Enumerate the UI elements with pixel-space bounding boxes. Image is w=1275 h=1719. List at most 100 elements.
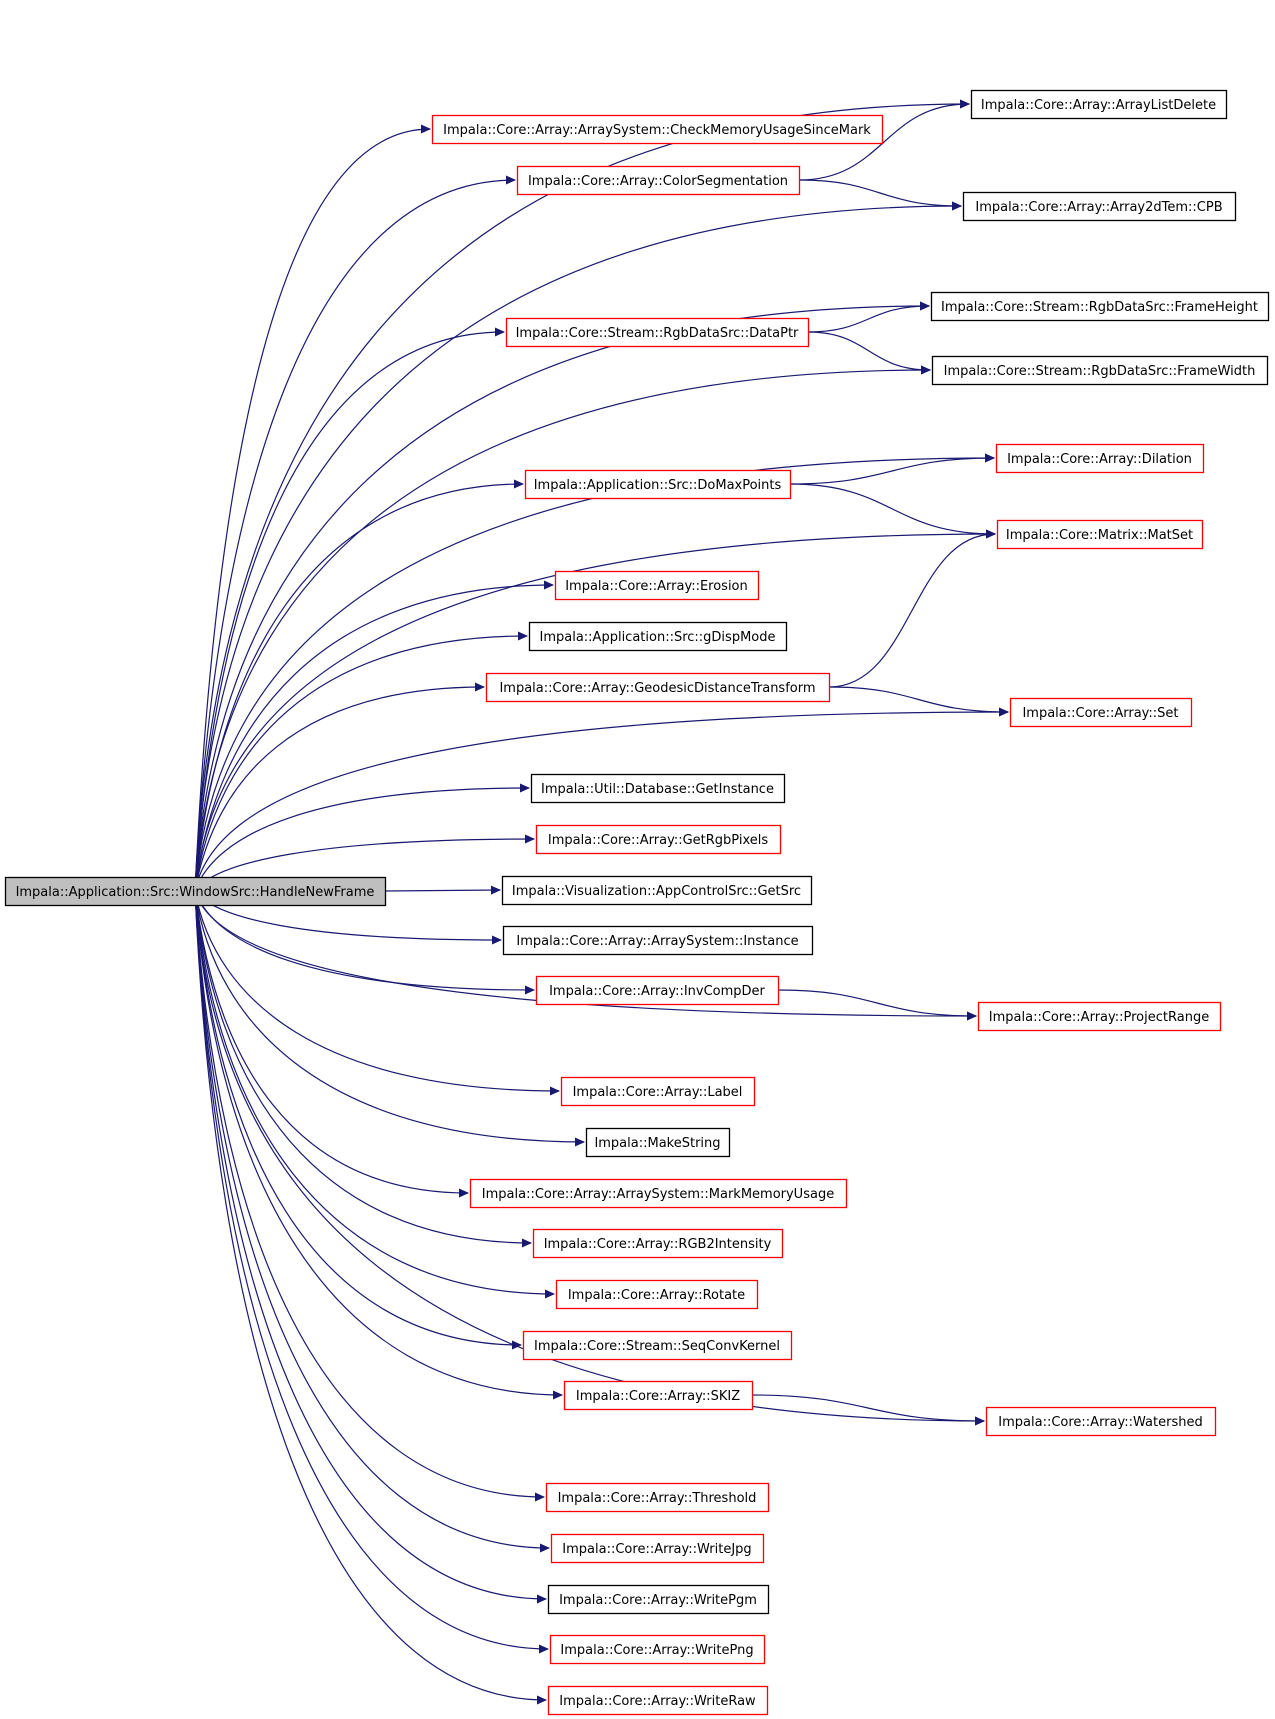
node-label: Impala::Core::Array::ArraySystem::Instan… xyxy=(516,934,798,949)
edge-root-to-threshold xyxy=(194,890,545,1502)
node-root[interactable]: Impala::Application::Src::WindowSrc::Han… xyxy=(4,876,387,907)
node-rgb2intensity[interactable]: Impala::Core::Array::RGB2Intensity xyxy=(532,1228,784,1259)
node-skiz[interactable]: Impala::Core::Array::SKIZ xyxy=(563,1380,754,1411)
edge-geodesic-to-matset xyxy=(828,529,996,688)
node-checkmem[interactable]: Impala::Core::Array::ArraySystem::CheckM… xyxy=(431,114,884,145)
node-label: Impala::Core::Array::Watershed xyxy=(998,1415,1202,1430)
node-box xyxy=(4,876,387,907)
node-box xyxy=(1009,697,1193,728)
node-arraylistdelete[interactable]: Impala::Core::Array::ArrayListDelete xyxy=(970,89,1228,120)
node-label: Impala::Core::Array::ArraySystem::MarkMe… xyxy=(482,1187,834,1202)
node-box xyxy=(560,1076,756,1107)
edge-dataptr-to-framewidth xyxy=(807,331,931,375)
node-matset[interactable]: Impala::Core::Matrix::MatSet xyxy=(996,519,1204,550)
node-box xyxy=(485,672,831,703)
edge-root-to-rgb2intensity xyxy=(194,890,532,1248)
node-colorseg[interactable]: Impala::Core::Array::ColorSegmentation xyxy=(516,165,801,196)
node-label: Impala::Core::Array::ArrayListDelete xyxy=(981,98,1216,113)
edge-root-to-geodesic xyxy=(194,682,485,892)
node-rotate[interactable]: Impala::Core::Array::Rotate xyxy=(555,1279,759,1310)
node-box xyxy=(535,975,780,1006)
node-label: Impala::Core::Array::WriteRaw xyxy=(559,1694,756,1709)
node-makestring[interactable]: Impala::MakeString xyxy=(585,1127,731,1158)
node-geodesic[interactable]: Impala::Core::Array::GeodesicDistanceTra… xyxy=(485,672,831,703)
node-box xyxy=(522,1330,793,1361)
node-label: Impala::Core::Array::GeodesicDistanceTra… xyxy=(499,681,815,696)
node-label: Impala::Core::Array::Threshold xyxy=(558,1491,757,1506)
node-label: Impala::Core::Stream::RgbDataSrc::DataPt… xyxy=(516,326,799,341)
node-getsrc[interactable]: Impala::Visualization::AppControlSrc::Ge… xyxy=(501,875,813,906)
node-box xyxy=(530,773,786,804)
node-domaxpoints[interactable]: Impala::Application::Src::DoMaxPoints xyxy=(524,469,792,500)
node-box xyxy=(996,519,1204,550)
node-box xyxy=(532,1228,784,1259)
node-label: Impala::Core::Array::Rotate xyxy=(568,1288,745,1303)
node-erosion[interactable]: Impala::Core::Array::Erosion xyxy=(554,570,760,601)
node-box xyxy=(931,355,1269,386)
node-seqconv[interactable]: Impala::Core::Stream::SeqConvKernel xyxy=(522,1330,793,1361)
node-label: Impala::Core::Array::WriteJpg xyxy=(562,1542,751,1557)
node-box xyxy=(554,570,760,601)
node-set[interactable]: Impala::Core::Array::Set xyxy=(1009,697,1193,728)
edges-layer xyxy=(194,99,1009,1705)
node-label: Impala::Core::Array::Set xyxy=(1022,706,1178,721)
edge-root-to-checkmem xyxy=(194,124,431,892)
node-box xyxy=(505,317,810,348)
node-box xyxy=(550,1533,765,1564)
edge-colorseg-to-arraylistdelete xyxy=(798,99,970,181)
node-box xyxy=(962,191,1237,222)
node-threshold[interactable]: Impala::Core::Array::Threshold xyxy=(545,1482,770,1513)
node-projectrange[interactable]: Impala::Core::Array::ProjectRange xyxy=(977,1001,1222,1032)
edge-root-to-getinstance xyxy=(194,783,530,892)
edge-root-to-markmem xyxy=(194,890,469,1198)
node-markmem[interactable]: Impala::Core::Array::ArraySystem::MarkMe… xyxy=(469,1178,848,1209)
node-label: Impala::Core::Array::InvCompDer xyxy=(549,984,765,999)
node-box xyxy=(977,1001,1222,1032)
edge-root-to-set xyxy=(194,707,1009,892)
node-getrgbpixels[interactable]: Impala::Core::Array::GetRgbPixels xyxy=(535,824,782,855)
node-box xyxy=(930,291,1270,322)
node-frameheight[interactable]: Impala::Core::Stream::RgbDataSrc::FrameH… xyxy=(930,291,1270,322)
node-invcompder[interactable]: Impala::Core::Array::InvCompDer xyxy=(535,975,780,1006)
node-box xyxy=(516,165,801,196)
node-box xyxy=(524,469,792,500)
node-label: Impala::Core::Array::RGB2Intensity xyxy=(544,1237,772,1252)
node-box xyxy=(547,1685,769,1716)
node-box xyxy=(501,875,813,906)
node-box xyxy=(502,925,814,956)
node-watershed[interactable]: Impala::Core::Array::Watershed xyxy=(985,1406,1217,1437)
node-writeraw[interactable]: Impala::Core::Array::WriteRaw xyxy=(547,1685,769,1716)
node-label: Impala::Core::Array::SKIZ xyxy=(576,1389,740,1404)
edge-root-to-matset xyxy=(194,529,996,892)
node-box xyxy=(535,824,782,855)
node-getinstance[interactable]: Impala::Util::Database::GetInstance xyxy=(530,773,786,804)
node-instance[interactable]: Impala::Core::Array::ArraySystem::Instan… xyxy=(502,925,814,956)
edge-colorseg-to-cpb xyxy=(798,179,962,211)
node-box xyxy=(970,89,1228,120)
node-writejpg[interactable]: Impala::Core::Array::WriteJpg xyxy=(550,1533,765,1564)
node-dataptr[interactable]: Impala::Core::Stream::RgbDataSrc::DataPt… xyxy=(505,317,810,348)
node-cpb[interactable]: Impala::Core::Array::Array2dTem::CPB xyxy=(962,191,1237,222)
node-framewidth[interactable]: Impala::Core::Stream::RgbDataSrc::FrameW… xyxy=(931,355,1269,386)
node-writepgm[interactable]: Impala::Core::Array::WritePgm xyxy=(547,1584,770,1615)
node-label: Impala::Core::Array::ArraySystem::CheckM… xyxy=(443,123,871,138)
edge-geodesic-to-set xyxy=(828,686,1009,717)
edge-root-to-rotate xyxy=(194,890,555,1299)
edge-invcompder-to-projectrange xyxy=(777,989,977,1021)
node-label[interactable]: Impala::Core::Array::Label xyxy=(560,1076,756,1107)
node-writepng[interactable]: Impala::Core::Array::WritePng xyxy=(549,1634,766,1665)
node-gdispmode[interactable]: Impala::Application::Src::gDispMode xyxy=(528,621,788,652)
node-box xyxy=(431,114,884,145)
edge-root-to-dataptr xyxy=(194,327,505,892)
node-label: Impala::Util::Database::GetInstance xyxy=(541,782,774,797)
node-label: Impala::Application::Src::WindowSrc::Han… xyxy=(16,885,375,900)
node-label: Impala::Core::Array::Array2dTem::CPB xyxy=(975,200,1222,215)
node-label: Impala::Core::Array::Dilation xyxy=(1007,452,1192,467)
edge-root-to-cpb xyxy=(194,201,962,892)
node-label: Impala::Visualization::AppControlSrc::Ge… xyxy=(512,884,801,899)
node-dilation[interactable]: Impala::Core::Array::Dilation xyxy=(995,443,1205,474)
node-label: Impala::MakeString xyxy=(594,1136,720,1151)
edge-domaxpoints-to-dilation xyxy=(789,453,995,485)
edge-root-to-getsrc xyxy=(384,885,501,895)
